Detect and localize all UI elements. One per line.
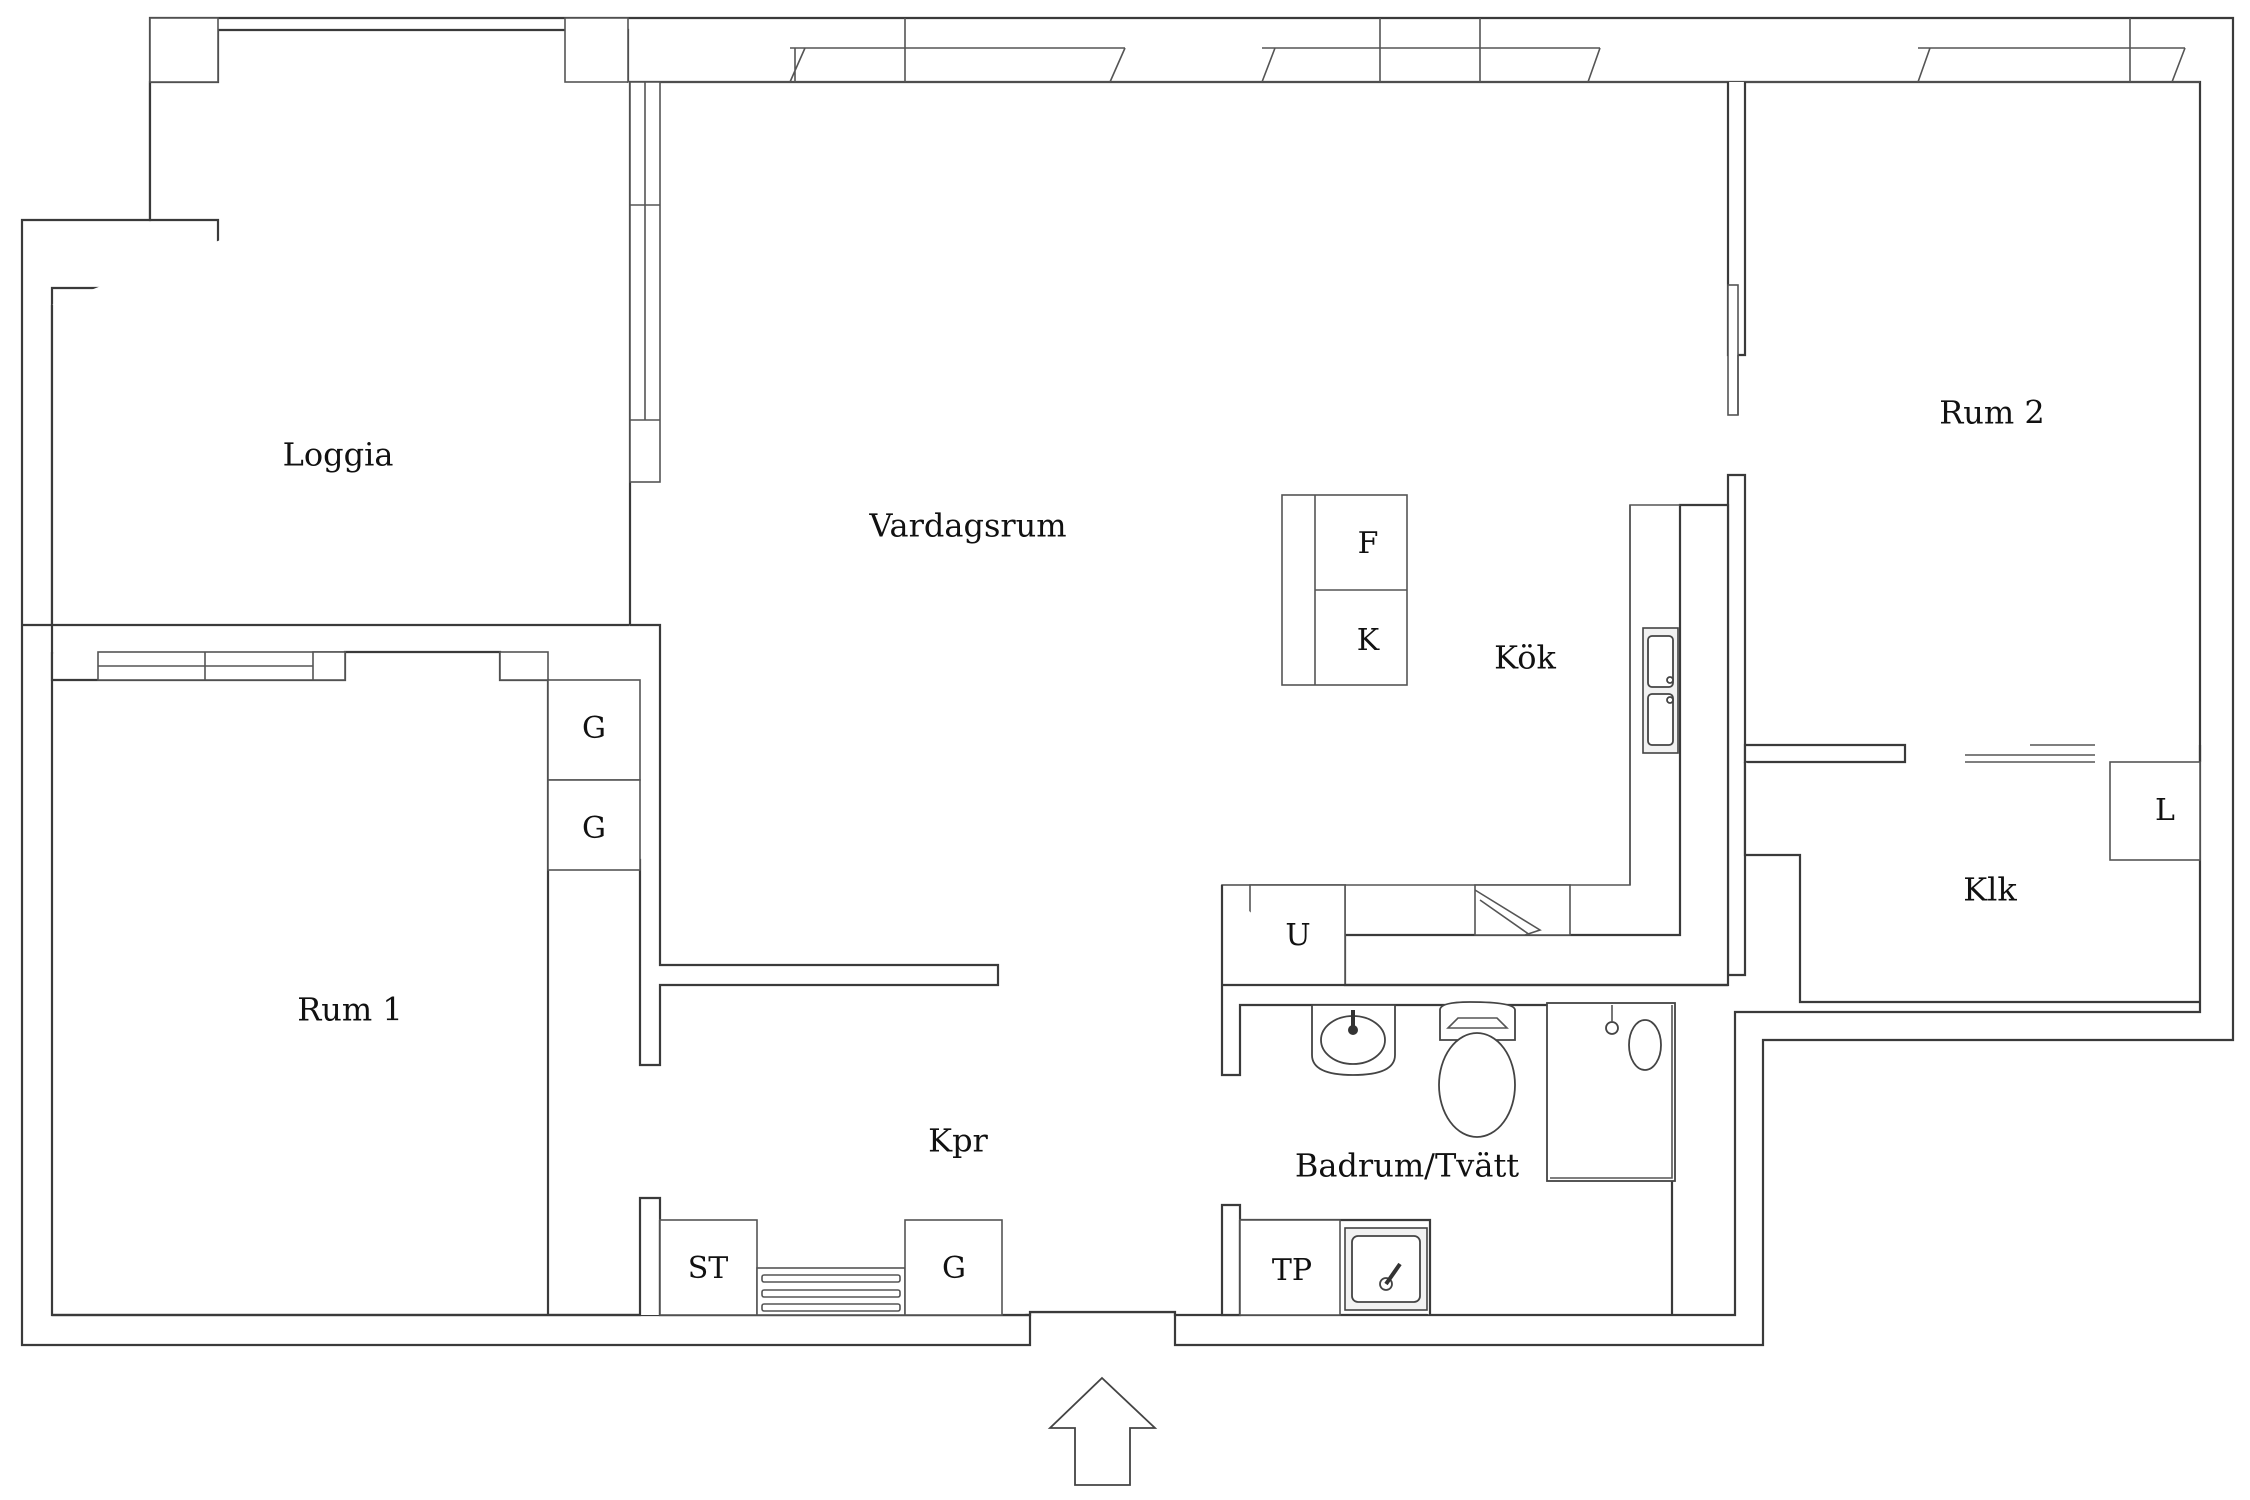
bathroom-fixtures [1238,1001,1676,1316]
room-label-rum1: Rum 1 [297,991,403,1029]
utility-sink-tap [1384,1262,1402,1286]
wall-block [564,17,629,83]
utility-sink-basin [1351,1235,1421,1303]
shower-head [1605,1021,1619,1035]
door-leaf [1727,284,1739,416]
fixture-labels: F K G G U L ST G TP [582,526,2175,1288]
toilet-icon [1439,1001,1516,1041]
fixture-label-oven: U [1285,918,1310,953]
entrance-arrow-icon [1047,1376,1158,1486]
wall-block [312,651,346,681]
room-label-rum2: Rum 2 [1939,394,2045,432]
fixture-label-linen: L [2155,793,2175,828]
room-label-kpr: Kpr [928,1122,988,1160]
room-label-klk: Klk [1963,871,2017,909]
room-label-loggia: Loggia [283,436,394,474]
fixture-label-fridge: F [1358,526,1379,561]
wall-block [149,17,219,83]
sink-basin [1647,693,1674,746]
wardrobe-hall [904,1219,1003,1316]
sink-basin [1647,635,1674,688]
room-label-vardagsrum: Vardagsrum [868,507,1066,545]
loggia-walls [22,81,661,1315]
wardrobe-1 [547,679,641,781]
room-label-badrum: Badrum/Tvätt [1295,1147,1519,1185]
room-label-kok: Kök [1494,639,1556,677]
shoe-rack-icon [756,1267,906,1316]
shower-drain [1628,1019,1662,1071]
dishwasher [1474,884,1571,936]
sink-tap [1666,696,1674,704]
top-windows [628,18,2200,83]
linen-closet [2109,761,2201,861]
storage-box [659,1219,758,1316]
sink-tap [1666,676,1674,684]
room-labels: Loggia Vardagsrum Rum 2 Kök Rum 1 Kpr Ba… [283,394,2045,1185]
toilet-bowl [1438,1032,1516,1138]
wall-block [499,651,549,681]
hall-fixtures [659,1219,1003,1316]
fixture-label-wardrobe-1: G [582,711,606,746]
wardrobe-2 [547,779,641,871]
fixture-label-storage: ST [688,1251,729,1286]
fixture-label-dryer: TP [1272,1253,1312,1288]
fixture-label-wardrobe-2: G [582,811,606,846]
dryer-box [1239,1219,1341,1316]
kitchen-fixtures [1281,494,1679,754]
fixture-label-wardrobe-hall: G [942,1251,966,1286]
fixture-label-freezer: K [1357,623,1380,658]
